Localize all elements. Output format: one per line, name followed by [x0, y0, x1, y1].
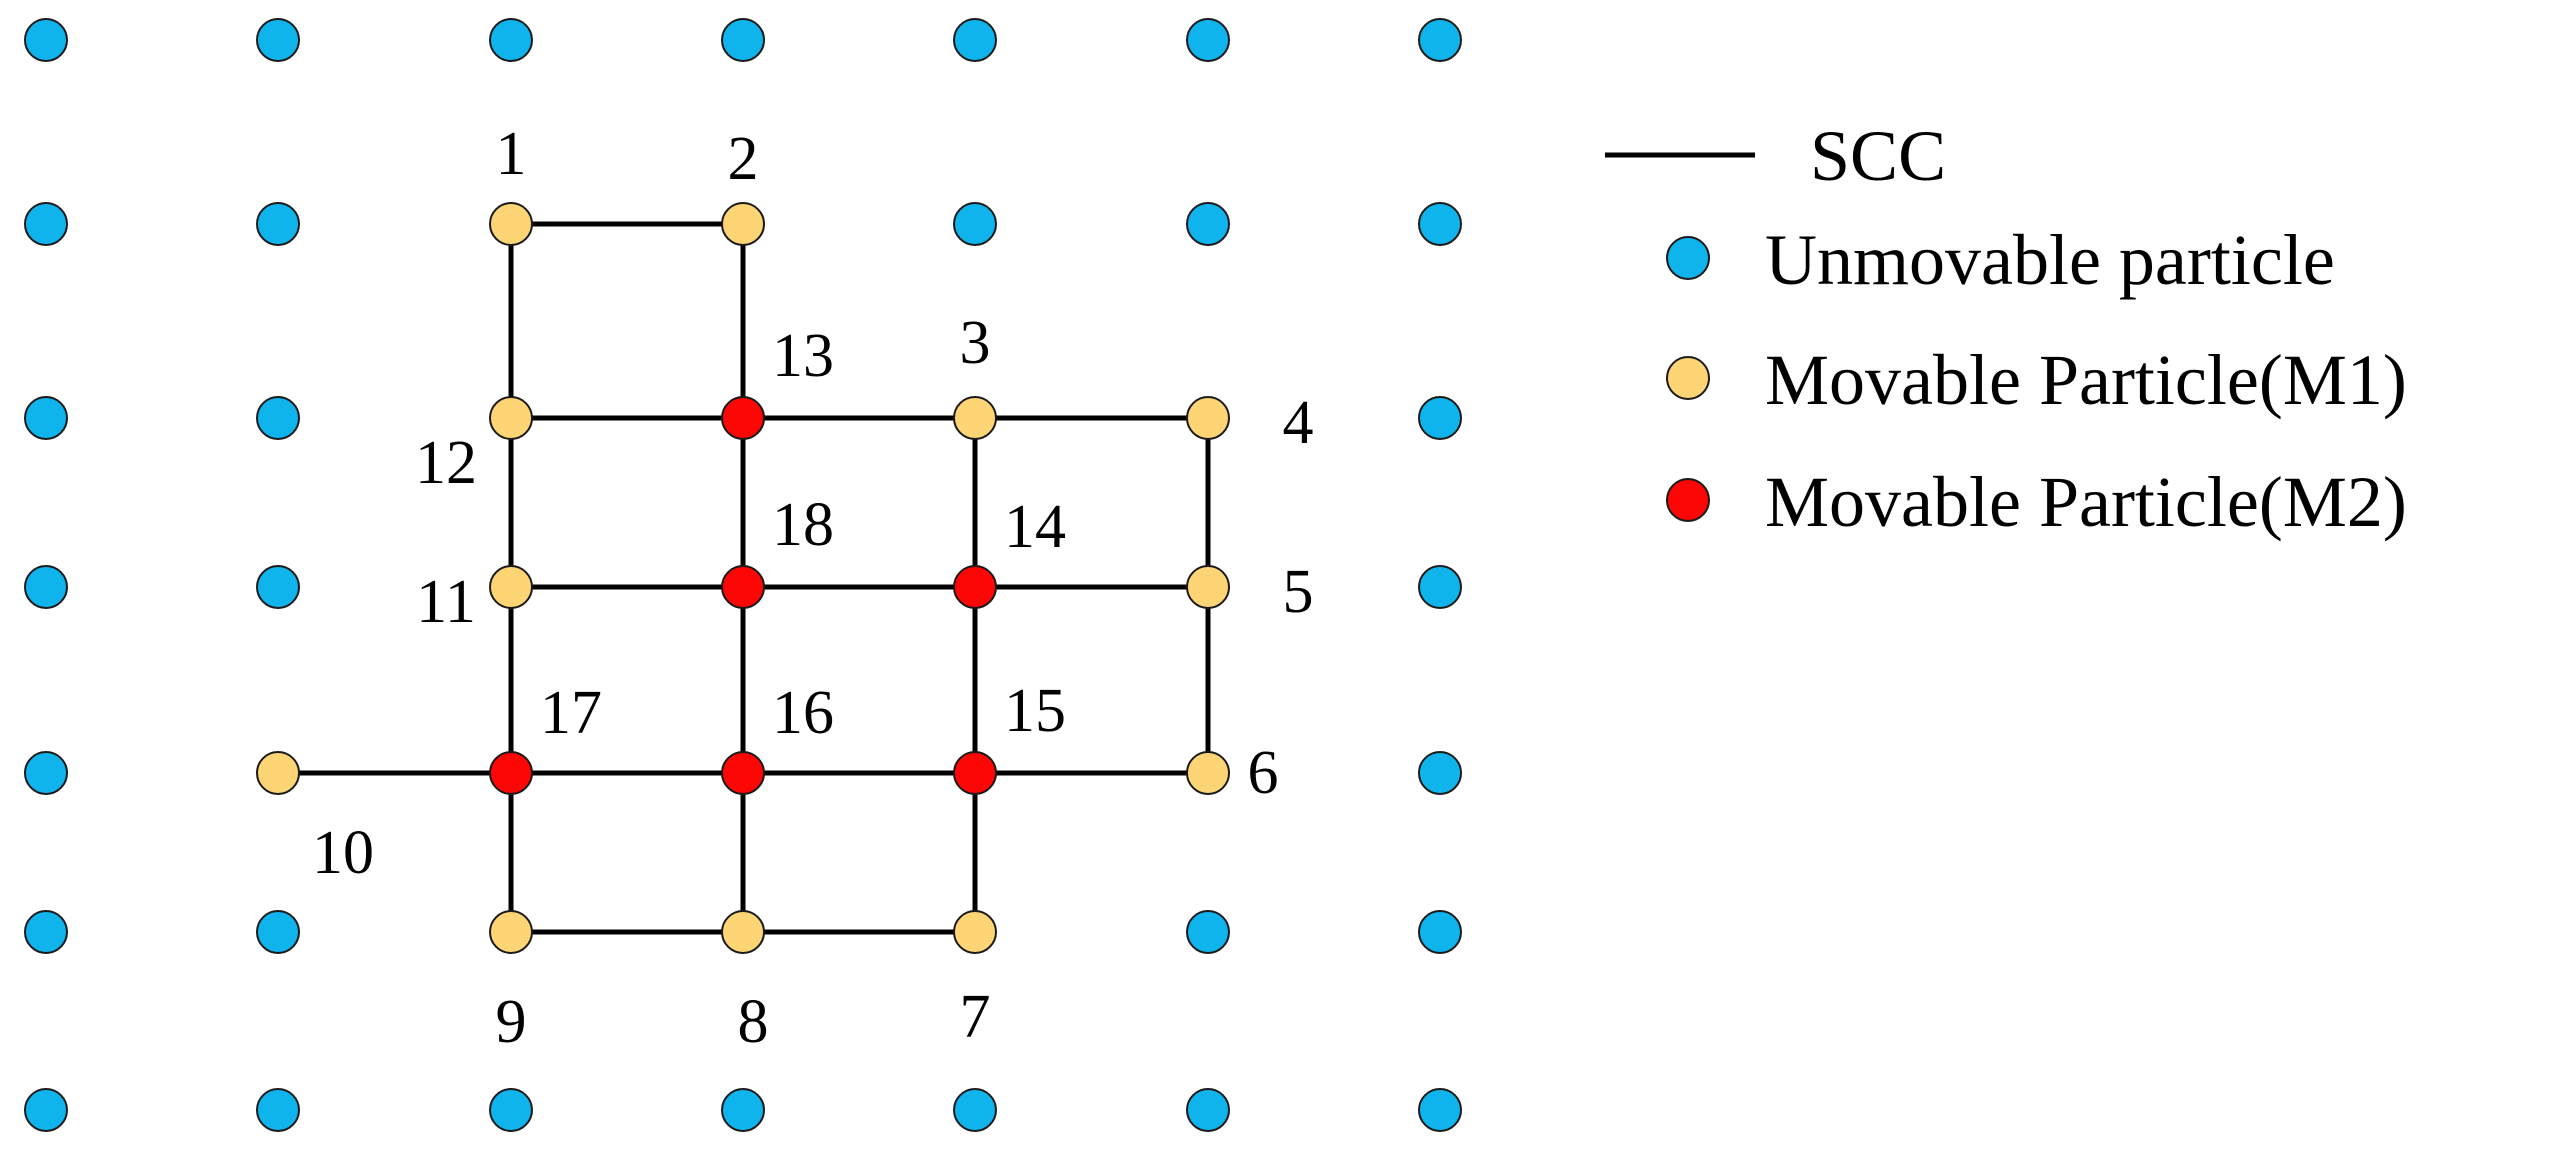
unmovable-particle: [24, 396, 68, 440]
node-label-13: 13: [772, 322, 834, 390]
unmovable-particle: [1418, 396, 1462, 440]
node-label-3: 3: [960, 309, 991, 377]
unmovable-particle: [256, 202, 300, 246]
node-label-5: 5: [1283, 558, 1314, 626]
legend-movable-m1-text: Movable Particle(M1): [1765, 340, 2407, 420]
legend-movable-m1-marker: [1666, 356, 1710, 400]
movable-particle-10: [256, 751, 300, 795]
node-label-2: 2: [728, 125, 759, 193]
unmovable-particle: [953, 18, 997, 62]
unmovable-particle: [489, 1088, 533, 1132]
movable-particle-7: [953, 910, 997, 954]
node-label-18: 18: [772, 491, 834, 559]
movable-particle-12: [489, 396, 533, 440]
unmovable-particle: [1418, 565, 1462, 609]
unmovable-particle: [1418, 751, 1462, 795]
movable-particle-8: [721, 910, 765, 954]
node-label-10: 10: [312, 819, 374, 887]
node-label-7: 7: [960, 983, 991, 1051]
legend-movable-m2-text: Movable Particle(M2): [1765, 462, 2407, 542]
unmovable-particle: [1418, 18, 1462, 62]
legend-unmovable-text: Unmovable particle: [1765, 220, 2335, 300]
movable-particle-13: [721, 396, 765, 440]
movable-particle-15: [953, 751, 997, 795]
unmovable-particle: [721, 1088, 765, 1132]
unmovable-particle: [24, 910, 68, 954]
node-label-6: 6: [1248, 739, 1279, 807]
movable-particle-2: [721, 202, 765, 246]
movable-particle-17: [489, 751, 533, 795]
unmovable-particle: [1418, 202, 1462, 246]
unmovable-particle: [256, 1088, 300, 1132]
unmovable-particle: [1186, 1088, 1230, 1132]
node-label-15: 15: [1004, 677, 1066, 745]
movable-particle-3: [953, 396, 997, 440]
unmovable-particle: [953, 1088, 997, 1132]
unmovable-particle: [24, 202, 68, 246]
node-label-1: 1: [496, 120, 527, 188]
edges-layer: [275, 221, 1211, 935]
unmovable-particle: [1418, 1088, 1462, 1132]
unmovable-particle: [24, 565, 68, 609]
unmovable-particle: [256, 565, 300, 609]
unmovable-particle: [489, 18, 533, 62]
unmovable-particle-grid: [24, 18, 1462, 1132]
node-label-8: 8: [738, 988, 769, 1056]
legend: SCC Unmovable particle Movable Particle(…: [1605, 116, 2407, 542]
node-label-12: 12: [415, 429, 477, 497]
movable-particle-5: [1186, 565, 1230, 609]
unmovable-particle: [24, 751, 68, 795]
legend-movable-m2-marker: [1666, 478, 1710, 522]
unmovable-particle: [1186, 202, 1230, 246]
movable-particle-16: [721, 751, 765, 795]
unmovable-particle: [721, 18, 765, 62]
unmovable-particle: [24, 1088, 68, 1132]
node-label-14: 14: [1004, 493, 1066, 561]
unmovable-particle: [256, 18, 300, 62]
unmovable-particle: [1418, 910, 1462, 954]
unmovable-particle: [24, 18, 68, 62]
node-label-4: 4: [1283, 389, 1314, 457]
legend-unmovable-marker: [1666, 236, 1710, 280]
unmovable-particle: [1186, 18, 1230, 62]
movable-particle-11: [489, 565, 533, 609]
movable-particle-14: [953, 565, 997, 609]
node-label-9: 9: [496, 988, 527, 1056]
node-label-11: 11: [416, 568, 476, 636]
unmovable-particle: [953, 202, 997, 246]
movable-particle-4: [1186, 396, 1230, 440]
node-label-16: 16: [772, 679, 834, 747]
legend-scc-text: SCC: [1810, 116, 1946, 196]
unmovable-particle: [256, 396, 300, 440]
unmovable-particle: [1186, 910, 1230, 954]
movable-particle-6: [1186, 751, 1230, 795]
movable-particle-1: [489, 202, 533, 246]
movable-particle-9: [489, 910, 533, 954]
movable-particles-layer: [256, 202, 1230, 954]
node-label-17: 17: [540, 679, 602, 747]
unmovable-particle: [256, 910, 300, 954]
movable-particle-18: [721, 565, 765, 609]
